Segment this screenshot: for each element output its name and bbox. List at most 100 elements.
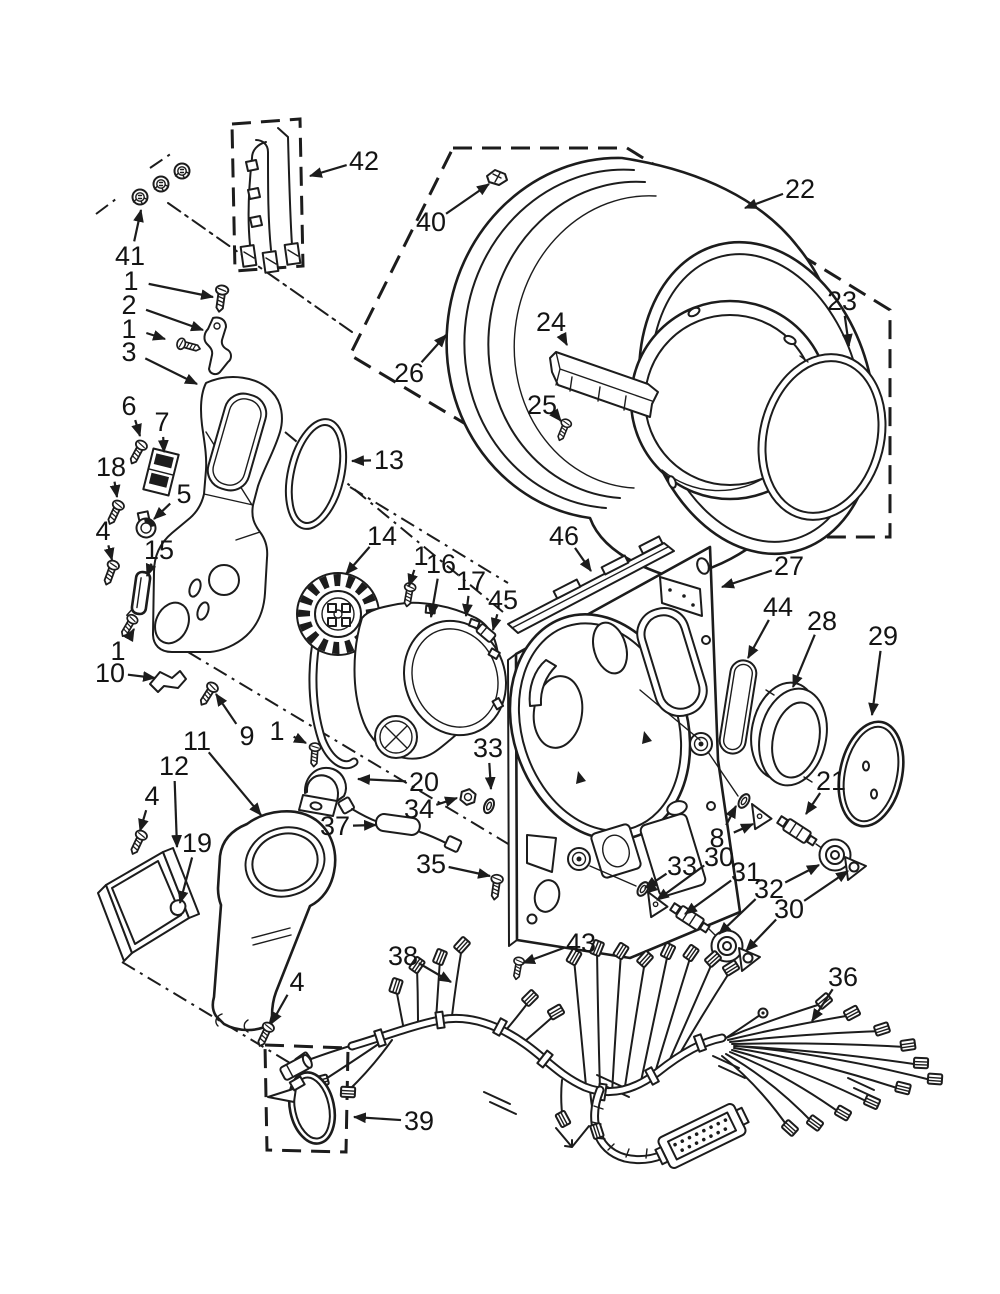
heater-shroud-3 (152, 376, 283, 653)
callout-label-29: 29 (868, 621, 898, 651)
callout-label-44: 44 (763, 592, 793, 622)
leader-arrow-31 (684, 879, 732, 915)
callout-label-1: 1 (110, 636, 125, 666)
panel-slot (528, 659, 557, 707)
screw-1b (174, 336, 203, 356)
flange-hole (687, 306, 701, 318)
leader-arrow-43 (521, 946, 565, 965)
clip-19 (169, 899, 187, 916)
leader-arrow-25 (549, 408, 562, 422)
leader-arrow-45 (490, 613, 502, 632)
alignment-dash (121, 961, 306, 1073)
panel-hole (666, 800, 688, 816)
callout-label-24: 24 (536, 307, 566, 337)
screw-43 (510, 955, 526, 982)
flange-hole (667, 475, 677, 489)
corner-plate (659, 557, 710, 617)
leader-arrow-8 (725, 805, 737, 826)
callout-label-9: 9 (239, 721, 254, 751)
leader-arrow-4 (103, 545, 115, 562)
drum-front-ring-23 (757, 353, 887, 521)
callout-label-7: 7 (154, 407, 169, 437)
callout-label-1: 1 (269, 716, 284, 746)
leader-arrow-29 (868, 650, 882, 717)
alignment-dash (95, 152, 173, 215)
terminal-wires-42 (239, 127, 302, 274)
match-mark-v-arrow (555, 1125, 590, 1148)
bracket-hole (213, 322, 221, 330)
leader-arrow-8 (733, 822, 754, 834)
grille-44 (718, 659, 758, 755)
leader-arrow-38 (418, 962, 452, 983)
shroud-hole (208, 564, 240, 596)
leader-arrow-13 (350, 455, 372, 467)
callout-label-45: 45 (488, 585, 518, 615)
leader-arrow-35 (448, 865, 492, 879)
callout-label-10: 10 (95, 658, 125, 688)
thermal-cutoff-5 (135, 510, 157, 539)
callout-label-4: 4 (144, 781, 159, 811)
panel-tab (576, 771, 586, 784)
leader-arrow-41 (133, 208, 144, 242)
callout-label-38: 38 (388, 941, 418, 971)
callout-label-19: 19 (182, 828, 212, 858)
clamp-20 (298, 766, 347, 817)
bracket-15 (126, 570, 152, 616)
leader-arrow-26 (420, 334, 447, 363)
thermal-fuse-37 (337, 796, 463, 853)
callout-label-43: 43 (566, 928, 596, 958)
callout-label-12: 12 (159, 751, 189, 781)
leader-arrow-1 (123, 628, 135, 643)
panel-hole (532, 675, 584, 749)
panel-hole (592, 621, 628, 675)
roller-bracket-30 (738, 947, 761, 972)
panel-hole (701, 635, 711, 645)
leader-arrow-34 (435, 796, 459, 807)
panel-opening (590, 823, 642, 879)
nut-34 (459, 788, 477, 806)
terminal-detail-box (230, 117, 305, 273)
leader-arrow-20 (356, 774, 407, 785)
callout-label-8: 8 (709, 823, 724, 853)
lint-duct-collar-28 (750, 681, 828, 787)
callout-label-27: 27 (774, 551, 804, 581)
drum-detail-box (348, 146, 892, 539)
outlet-screen-29 (837, 720, 905, 828)
callout-label-20: 20 (409, 767, 439, 797)
leader-arrow-33 (644, 872, 668, 889)
leader-arrow-27 (720, 569, 773, 589)
bearing-grommet (567, 847, 591, 871)
drum-baffle-24 (549, 351, 659, 418)
callout-label-34: 34 (404, 794, 434, 824)
callout-label-31: 31 (731, 857, 761, 887)
cable-tie-39 (267, 1054, 337, 1145)
callout-label-4: 4 (289, 967, 304, 997)
callout-label-37: 37 (320, 811, 350, 841)
callout-label-26: 26 (394, 358, 424, 388)
panel-tab (642, 731, 652, 744)
leader-arrow-30 (745, 918, 777, 952)
callout-label-42: 42 (349, 146, 379, 176)
lint-screen-opening (636, 607, 708, 717)
roller-kit-bottom (589, 865, 761, 972)
callout-label-22: 22 (785, 174, 815, 204)
clip-45 (475, 623, 497, 643)
alignment-dash (167, 202, 353, 333)
leader-arrow-36 (811, 988, 834, 1022)
blower-housing-16 (353, 601, 508, 760)
clip-10 (149, 670, 187, 693)
leader-arrow-23 (841, 315, 853, 348)
leader-arrow-42 (308, 163, 347, 178)
callout-label-28: 28 (807, 606, 837, 636)
callout-label-13: 13 (374, 445, 404, 475)
leader-arrow-28 (791, 634, 816, 689)
callout-label-25: 25 (527, 390, 557, 420)
callout-label-23: 23 (827, 286, 857, 316)
leader-arrow-7 (157, 436, 169, 454)
callout-label-2: 2 (121, 290, 136, 320)
callout-label-39: 39 (404, 1106, 434, 1136)
leader-arrow-33 (484, 762, 496, 791)
shroud-slot (188, 578, 202, 598)
callout-label-21: 21 (816, 766, 846, 796)
